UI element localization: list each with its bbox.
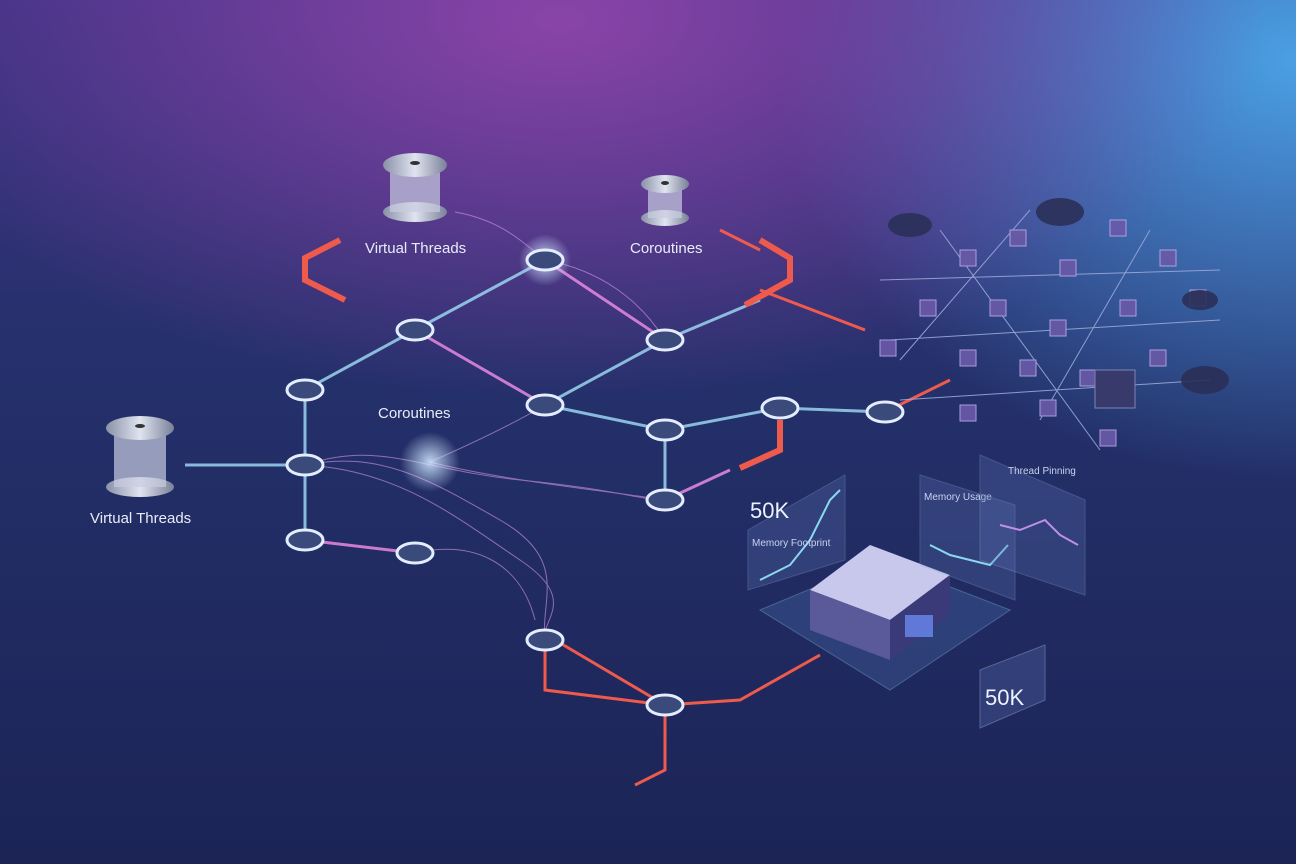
node bbox=[285, 528, 325, 552]
memory-footprint-title: Memory Footprint bbox=[752, 538, 831, 549]
bottom-badge-panel: 50K bbox=[979, 644, 1046, 729]
memory-footprint-value: 50K bbox=[750, 498, 789, 523]
thread-pinning-title: Thread Pinning bbox=[1008, 466, 1076, 477]
memory-usage-panel: Memory Usage bbox=[919, 474, 1016, 601]
memory-usage-title: Memory Usage bbox=[924, 492, 992, 503]
thread-pinning-panel: Thread Pinning bbox=[979, 454, 1086, 596]
node bbox=[285, 378, 325, 402]
node bbox=[395, 541, 435, 565]
node bbox=[645, 693, 685, 717]
node bbox=[525, 393, 565, 417]
spool-icon bbox=[641, 175, 689, 226]
label-coroutines-top: Coroutines bbox=[630, 240, 703, 257]
node bbox=[645, 328, 685, 352]
hub-glow bbox=[400, 432, 460, 492]
node bbox=[760, 396, 800, 420]
bottom-badge-value: 50K bbox=[985, 685, 1024, 710]
pink-links bbox=[304, 258, 731, 555]
label-coroutines-mid: Coroutines bbox=[378, 405, 451, 422]
label-virtual-threads-top: Virtual Threads bbox=[365, 240, 466, 257]
label-virtual-threads-left: Virtual Threads bbox=[90, 510, 191, 527]
node bbox=[865, 400, 905, 424]
node bbox=[645, 418, 685, 442]
cloud-icon bbox=[888, 198, 1229, 394]
thread-fibers bbox=[304, 211, 666, 641]
server-box bbox=[758, 545, 1012, 691]
node bbox=[395, 318, 435, 342]
node bbox=[525, 628, 565, 652]
node bbox=[645, 488, 685, 512]
spool-icon bbox=[106, 416, 174, 497]
memory-footprint-panel: 50K Memory Footprint bbox=[747, 474, 846, 591]
spool-icon bbox=[383, 153, 447, 222]
cube-cluster bbox=[879, 209, 1221, 451]
node bbox=[285, 453, 325, 477]
node bbox=[525, 248, 565, 272]
network-nodes bbox=[285, 248, 905, 717]
